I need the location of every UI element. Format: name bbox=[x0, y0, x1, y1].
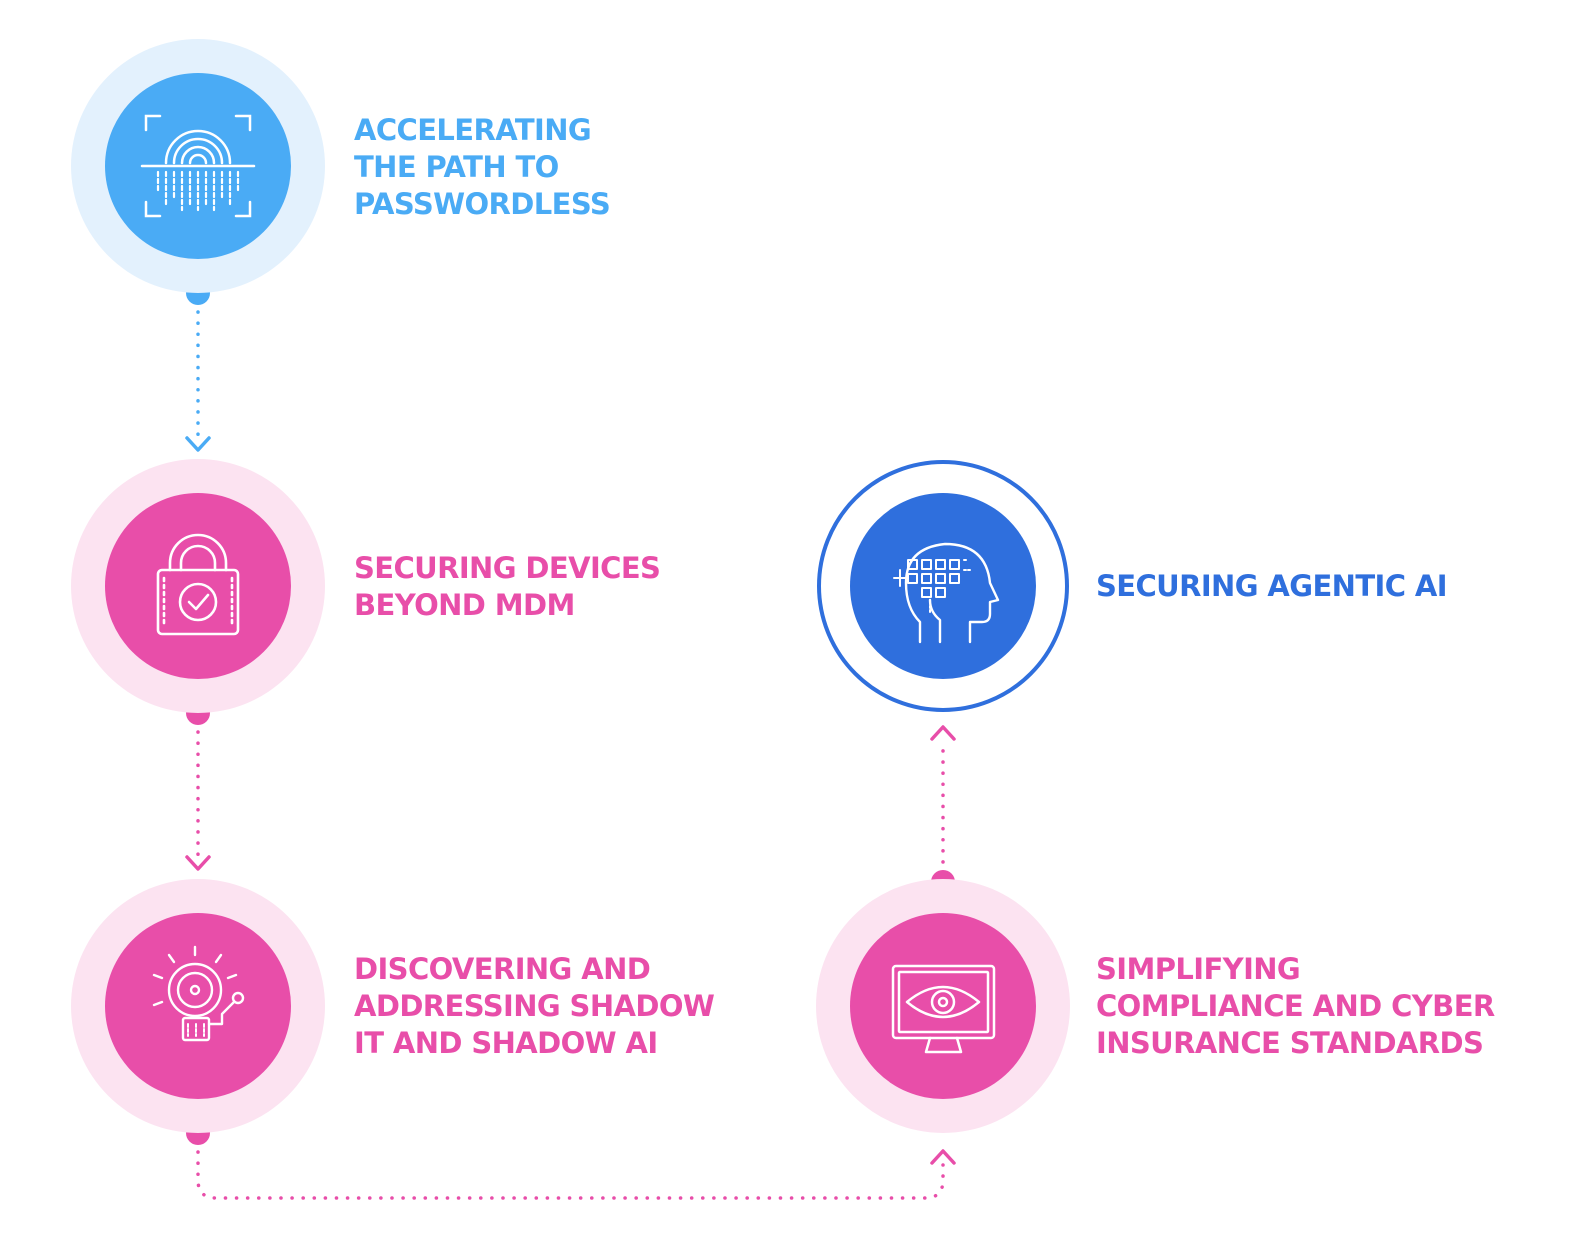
step-label-line: SIMPLIFYING bbox=[1096, 952, 1301, 986]
node-agentic bbox=[817, 460, 1069, 712]
connector-shadow-to-compliance bbox=[186, 1121, 956, 1200]
step-label-line: ACCELERATING bbox=[354, 113, 592, 147]
step-label-agentic: SECURING AGENTIC AI bbox=[1096, 568, 1448, 605]
step-label-shadow: DISCOVERING AND ADDRESSING SHADOW IT AND… bbox=[354, 951, 715, 1062]
step-label-line: DISCOVERING AND bbox=[354, 952, 651, 986]
step-label-line: COMPLIANCE AND CYBER bbox=[1096, 989, 1495, 1023]
step-label-line: SECURING DEVICES bbox=[354, 551, 661, 585]
ai-head-icon bbox=[893, 542, 1000, 644]
step-label-line: PASSWORDLESS bbox=[354, 187, 611, 221]
node-compliance bbox=[816, 879, 1070, 1133]
step-label-line: BEYOND MDM bbox=[354, 588, 575, 622]
node-shadow bbox=[71, 879, 325, 1133]
padlock-check-icon bbox=[156, 533, 240, 636]
step-label-devices: SECURING DEVICES BEYOND MDM bbox=[354, 550, 661, 624]
step-label-line: ADDRESSING SHADOW bbox=[354, 989, 715, 1023]
alarm-bell-icon bbox=[152, 945, 245, 1042]
node-passwordless bbox=[71, 39, 325, 293]
step-label-line: INSURANCE STANDARDS bbox=[1096, 1026, 1484, 1060]
step-label-passwordless: ACCELERATING THE PATH TO PASSWORDLESS bbox=[354, 112, 611, 223]
fingerprint-scan-icon bbox=[140, 114, 256, 218]
monitor-eye-icon bbox=[891, 964, 996, 1054]
step-label-line: SECURING AGENTIC AI bbox=[1096, 569, 1448, 603]
connector-passwordless-to-devices bbox=[185, 281, 211, 452]
step-label-line: IT AND SHADOW AI bbox=[354, 1026, 658, 1060]
node-devices bbox=[71, 459, 325, 713]
connector-compliance-to-agentic bbox=[930, 725, 956, 894]
step-label-compliance: SIMPLIFYING COMPLIANCE AND CYBER INSURAN… bbox=[1096, 951, 1495, 1062]
connector-devices-to-shadow bbox=[185, 701, 211, 871]
step-label-line: THE PATH TO bbox=[354, 150, 559, 184]
